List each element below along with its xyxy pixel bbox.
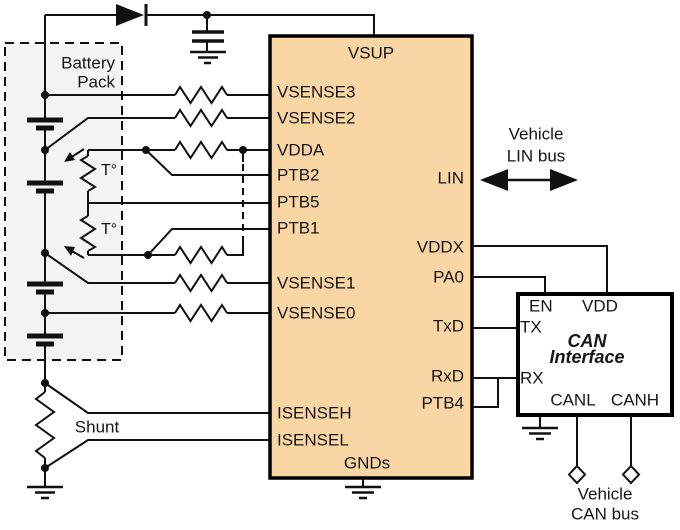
pin-vsense2: VSENSE2 — [277, 108, 356, 128]
can-bus-wires — [576, 415, 632, 466]
ground-icon-capacitor — [190, 50, 226, 65]
junction-dots — [41, 11, 247, 472]
resistor-icon — [174, 85, 228, 105]
pin-lin: LIN — [437, 168, 464, 188]
battery-cell-icon — [27, 333, 63, 347]
can-bus-label-line2: CAN bus — [570, 504, 640, 524]
battery-cell-icon — [27, 117, 63, 131]
pin-txd: TxD — [432, 316, 464, 336]
can-interface-title-line1: CAN — [567, 331, 607, 351]
resistor-icon — [174, 303, 228, 323]
mcu-body — [268, 34, 474, 480]
resistor-icon — [174, 273, 228, 293]
resistor-icon — [174, 140, 228, 160]
pin-vsense1: VSENSE1 — [277, 273, 356, 293]
lin-bus-label-line2: LIN bus — [506, 146, 566, 166]
pin-isensel: ISENSEL — [277, 430, 349, 450]
can-pin-rx: RX — [520, 368, 544, 388]
pin-vsense3: VSENSE3 — [277, 82, 356, 102]
can-pin-en: EN — [529, 296, 553, 316]
right-wires — [472, 245, 608, 408]
lin-bus-arrow-icon — [480, 169, 578, 191]
battery-cell-icon — [27, 281, 63, 295]
can-interface-title-line2: Interface — [549, 347, 625, 367]
pin-vsup: VSUP — [347, 43, 395, 63]
resistor-icon — [174, 245, 228, 265]
pin-isenseh: ISENSEH — [277, 403, 352, 423]
shunt-resistor-icon — [34, 391, 56, 459]
battery-pack-label-line2: Pack — [77, 72, 115, 92]
pin-vdda: VDDA — [277, 140, 325, 160]
thermistor-2-arrow-icon — [64, 246, 75, 256]
capacitor-icon — [192, 15, 224, 52]
can-interface-box — [516, 292, 674, 417]
pin-ptb5: PTB5 — [277, 192, 320, 212]
battery-cells — [27, 117, 63, 347]
battery-cell-icon — [27, 180, 63, 194]
pin-vsense0: VSENSE0 — [277, 303, 356, 323]
canh-connector-diamond-icon — [621, 464, 641, 485]
pin-pa0: PA0 — [433, 267, 464, 287]
supply-wire — [45, 14, 375, 36]
pin-ptb1: PTB1 — [277, 218, 320, 238]
thermistor-1-arrow-icon — [64, 152, 75, 162]
ground-icon-shunt — [27, 485, 63, 500]
can-bus-label-line1: Vehicle — [577, 484, 633, 504]
ground-icon-can — [522, 415, 558, 441]
thermistor-1-label: T° — [101, 162, 118, 179]
pin-vddx: VDDX — [416, 237, 464, 257]
sense-wires — [44, 85, 271, 469]
pin-rxd: RxD — [430, 366, 464, 386]
battery-pack-label-line1: Battery — [61, 53, 115, 73]
ground-icon-mcu — [345, 478, 381, 500]
thermistor-2-label: T° — [101, 221, 118, 238]
canl-connector-diamond-icon — [567, 464, 587, 485]
can-pin-vdd: VDD — [582, 296, 618, 316]
lin-bus-label-line1: Vehicle — [508, 124, 564, 144]
diode-icon — [116, 4, 148, 26]
can-pin-canl: CANL — [550, 390, 596, 410]
pin-ptb4: PTB4 — [421, 393, 464, 413]
pin-ptb2: PTB2 — [277, 165, 320, 185]
resistor-icon — [174, 108, 228, 128]
can-pin-canh: CANH — [610, 390, 660, 410]
can-pin-tx: TX — [520, 317, 542, 337]
shunt-label: Shunt — [74, 417, 120, 437]
pin-gnds: GNDs — [343, 453, 391, 473]
